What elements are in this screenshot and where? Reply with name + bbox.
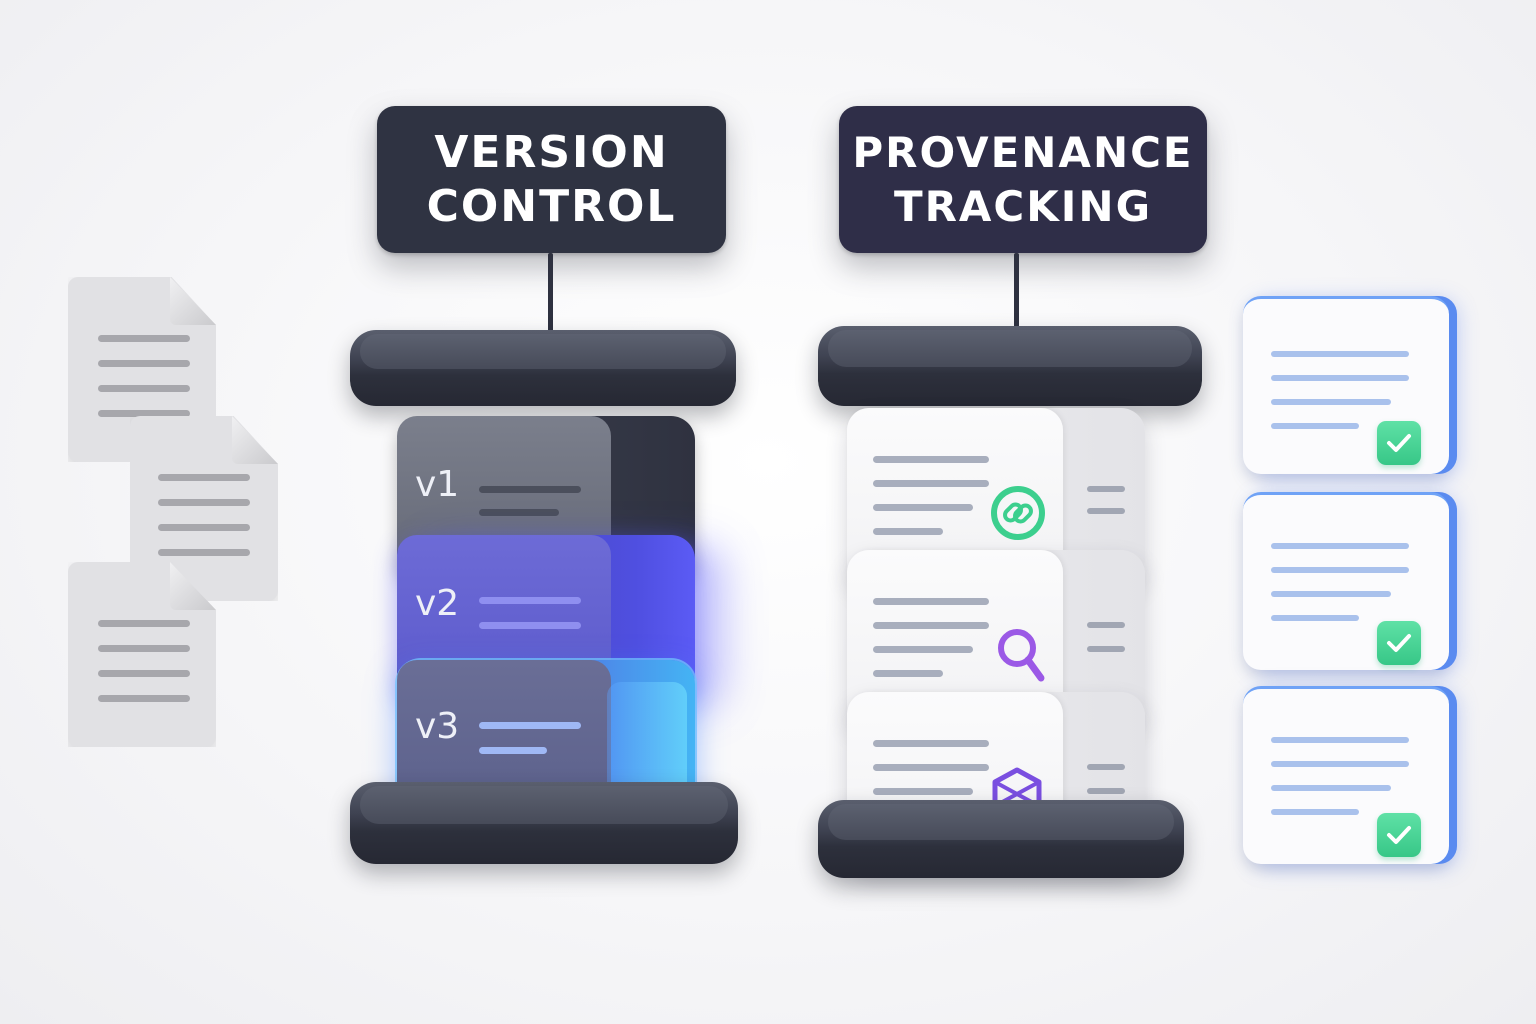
verified-card (1243, 492, 1449, 670)
version-label: v1 (415, 464, 460, 505)
provenance-tracking-header: PROVENANCE TRACKING (839, 106, 1207, 253)
verified-card (1243, 686, 1449, 864)
version-label: v2 (415, 583, 460, 624)
verified-card (1243, 296, 1449, 474)
link-icon (991, 486, 1045, 540)
header-line: TRACKING (893, 181, 1153, 231)
version-label: v3 (415, 706, 460, 747)
version-control-header: VERSION CONTROL (377, 106, 726, 253)
top-plate (350, 330, 736, 406)
connector-stem (548, 253, 553, 335)
top-plate (818, 326, 1202, 406)
checkmark-icon (1377, 813, 1421, 857)
connector-stem (1014, 253, 1019, 335)
header-line: PROVENANCE (852, 127, 1194, 177)
header-line: VERSION (434, 126, 669, 178)
checkmark-icon (1377, 621, 1421, 665)
bottom-plate (350, 782, 738, 864)
checkmark-icon (1377, 421, 1421, 465)
header-line: CONTROL (426, 180, 677, 232)
bottom-plate (818, 800, 1184, 878)
magnifier-icon (998, 629, 1045, 682)
